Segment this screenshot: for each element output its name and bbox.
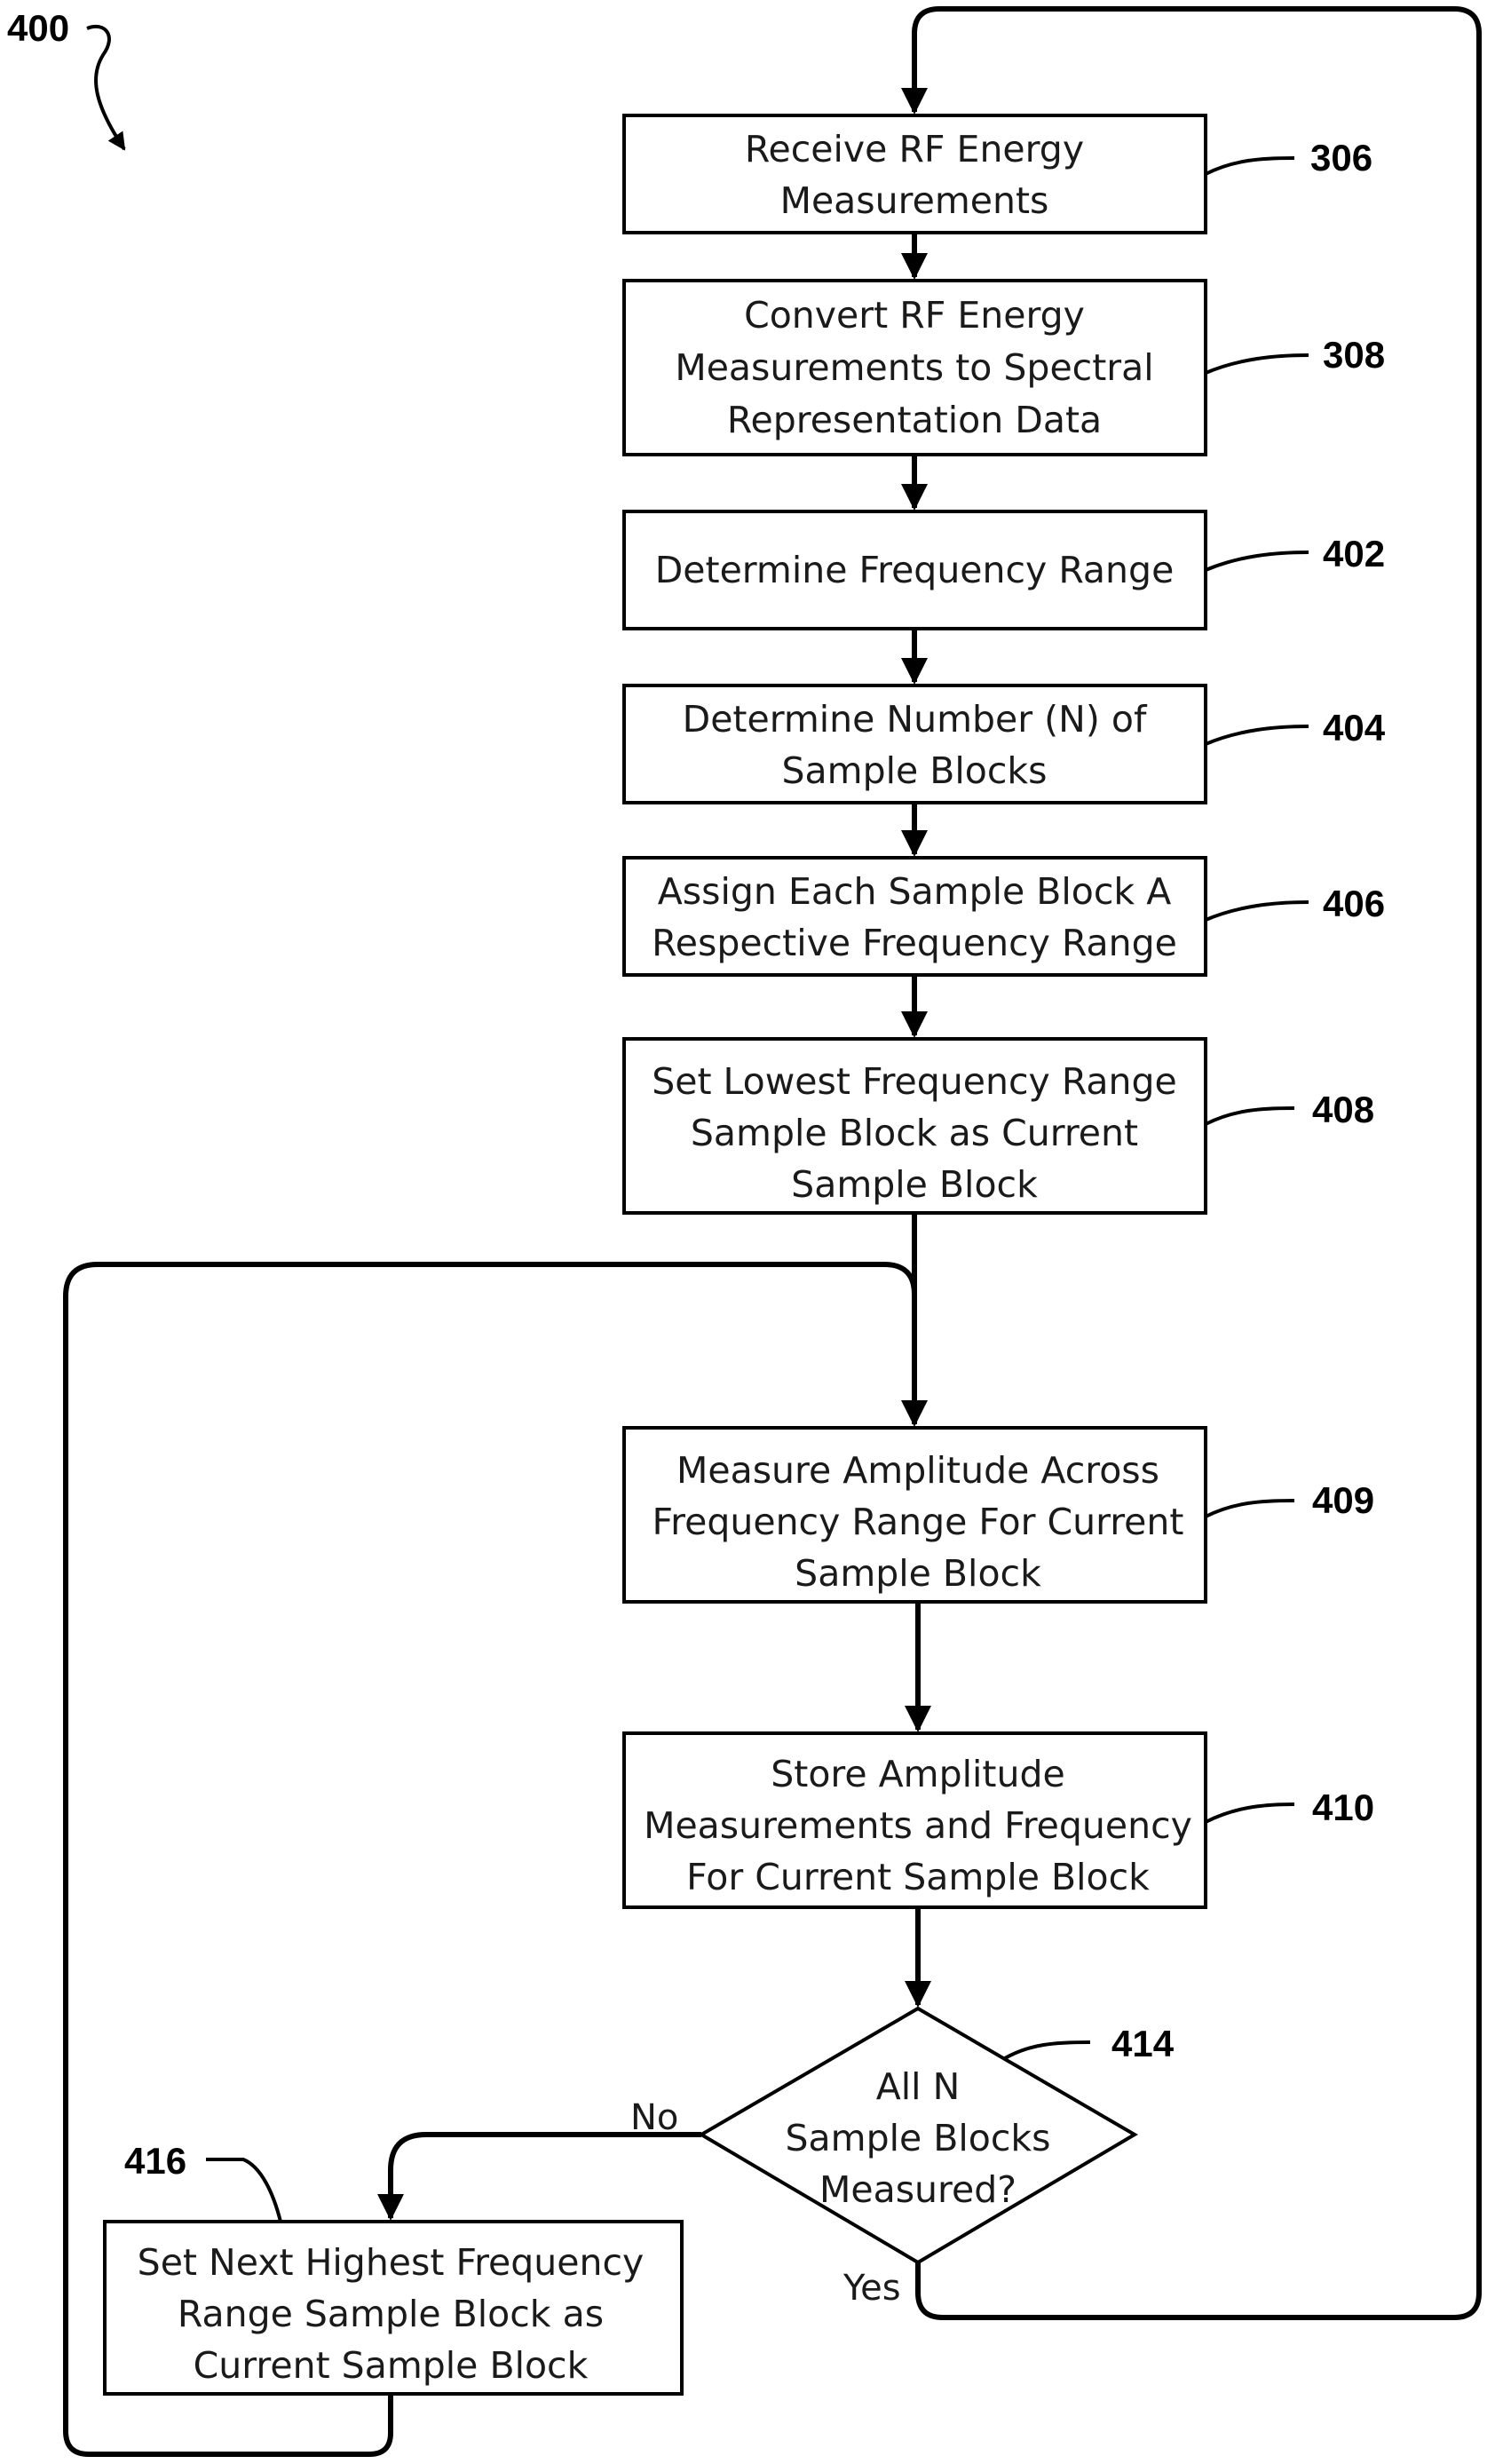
step-410: Store Amplitude Measurements and Frequen… <box>622 1731 1207 1909</box>
arrow-loop-416-409 <box>63 1262 917 2457</box>
step-402-line-1: Determine Frequency Range <box>655 549 1175 591</box>
step-409-line-1: Measure Amplitude Across <box>676 1449 1159 1492</box>
step-306: Receive RF Energy Measurements <box>622 114 1207 234</box>
ref-416: 416 <box>124 2140 186 2182</box>
leader-306 <box>1205 156 1295 176</box>
step-409-line-3: Sample Block <box>795 1552 1041 1595</box>
ref-414: 414 <box>1111 2023 1175 2064</box>
step-410-line-2: Measurements and Frequency <box>644 1804 1192 1847</box>
step-308-line-2: Measurements to Spectral <box>675 346 1153 389</box>
ref-410: 410 <box>1312 1787 1374 1828</box>
step-409-line-2: Frequency Range For Current <box>653 1501 1184 1543</box>
decision-414: All N Sample Blocks Measured? <box>698 2006 1138 2265</box>
ref-402: 402 <box>1323 533 1385 574</box>
step-406-line-1: Assign Each Sample Block A <box>658 870 1172 913</box>
leader-409 <box>1205 1499 1295 1518</box>
ref-308: 308 <box>1323 334 1385 376</box>
step-308: Convert RF Energy Measurements to Spectr… <box>622 279 1207 456</box>
step-402: Determine Frequency Range <box>622 510 1207 630</box>
ref-409: 409 <box>1312 1479 1374 1521</box>
step-416-line-2: Range Sample Block as <box>178 2293 604 2335</box>
step-416-line-3: Current Sample Block <box>194 2344 589 2387</box>
step-408: Set Lowest Frequency Range Sample Block … <box>622 1037 1207 1215</box>
yes-label: Yes <box>842 2268 901 2309</box>
step-408-line-3: Sample Block <box>791 1163 1038 1206</box>
arrow-no-branch <box>377 2132 701 2221</box>
step-404-line-2: Sample Blocks <box>781 749 1047 792</box>
step-408-line-2: Sample Block as Current <box>691 1112 1138 1154</box>
ref-404: 404 <box>1323 707 1386 749</box>
decision-line-3: Measured? <box>819 2168 1016 2211</box>
step-404: Determine Number (N) of Sample Blocks <box>622 684 1207 804</box>
ref-306: 306 <box>1310 137 1372 178</box>
step-416: Set Next Highest Frequency Range Sample … <box>103 2220 684 2396</box>
step-306-line-2: Measurements <box>780 179 1049 222</box>
leader-406 <box>1205 900 1309 922</box>
figure-ref-label: 400 <box>7 7 69 49</box>
step-306-line-1: Receive RF Energy <box>745 128 1084 170</box>
step-308-line-1: Convert RF Energy <box>744 294 1085 337</box>
step-404-line-1: Determine Number (N) of <box>683 698 1148 741</box>
leader-416 <box>206 2158 282 2222</box>
figure-ref-arrow <box>86 25 126 151</box>
step-308-line-3: Representation Data <box>727 399 1102 441</box>
ref-408: 408 <box>1312 1089 1374 1130</box>
step-408-line-1: Set Lowest Frequency Range <box>652 1060 1177 1103</box>
leader-408 <box>1205 1106 1295 1126</box>
leader-308 <box>1205 353 1309 375</box>
ref-406: 406 <box>1323 883 1385 924</box>
decision-line-2: Sample Blocks <box>785 2117 1050 2159</box>
decision-line-1: All N <box>876 2065 961 2108</box>
leader-402 <box>1205 551 1309 572</box>
no-label: No <box>630 2097 678 2138</box>
step-416-line-1: Set Next Highest Frequency <box>138 2241 645 2284</box>
arrow-yes-branch <box>901 6 1482 2320</box>
step-410-line-3: For Current Sample Block <box>686 1856 1150 1898</box>
step-406-line-2: Respective Frequency Range <box>652 922 1177 964</box>
leader-410 <box>1205 1802 1295 1824</box>
step-406: Assign Each Sample Block A Respective Fr… <box>622 856 1207 977</box>
step-410-line-1: Store Amplitude <box>771 1753 1065 1795</box>
step-409: Measure Amplitude Across Frequency Range… <box>622 1426 1207 1604</box>
leader-404 <box>1205 725 1309 746</box>
leader-414 <box>1004 2040 1091 2060</box>
